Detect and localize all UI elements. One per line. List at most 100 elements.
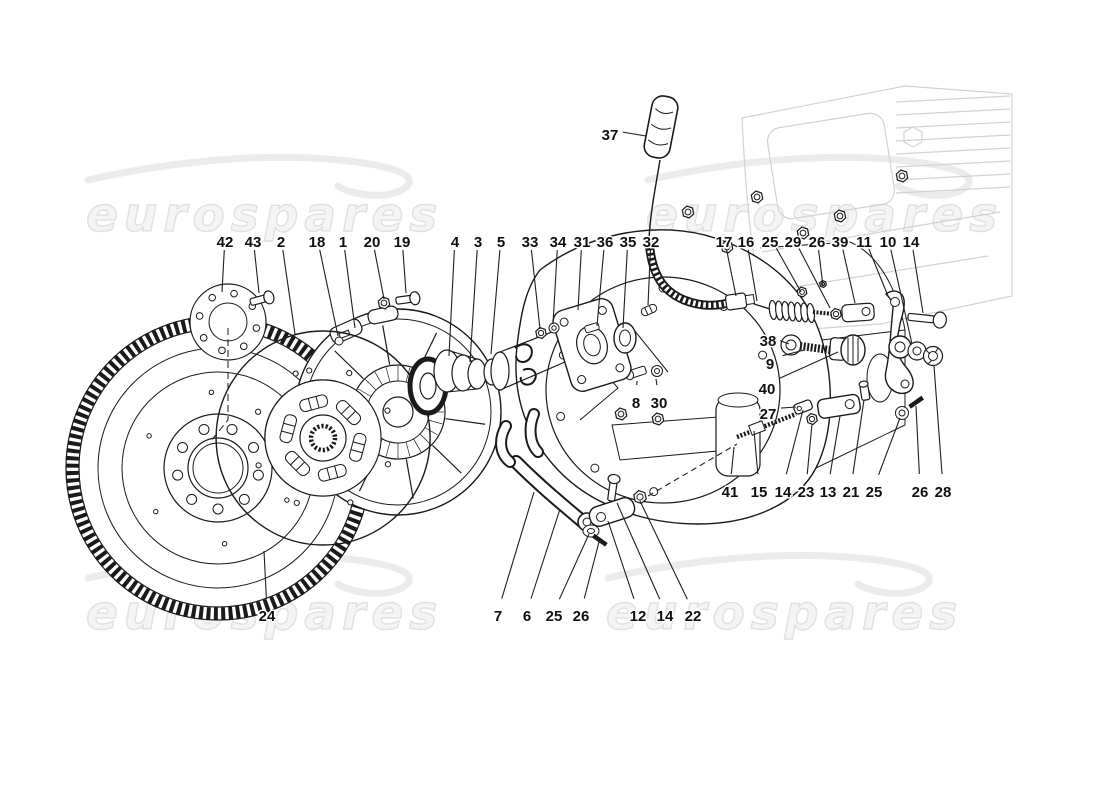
part-number-26: 26 bbox=[809, 234, 826, 251]
part-number-19: 19 bbox=[394, 234, 411, 251]
leader-line-14 bbox=[616, 502, 661, 600]
leader-line-26 bbox=[915, 405, 920, 475]
leader-line-9 bbox=[782, 349, 805, 357]
bolt-43 bbox=[249, 290, 275, 306]
part-number-27: 27 bbox=[760, 406, 777, 423]
part-number-42: 42 bbox=[217, 234, 234, 251]
part-number-8: 8 bbox=[632, 395, 640, 412]
part-number-23: 23 bbox=[798, 484, 815, 501]
part-number-20: 20 bbox=[364, 234, 381, 251]
clevis-pin-21 bbox=[858, 380, 871, 401]
leader-line-14 bbox=[912, 249, 924, 314]
part-number-17: 17 bbox=[716, 234, 733, 251]
part-number-41: 41 bbox=[722, 484, 739, 501]
spring-pin-32 bbox=[640, 303, 658, 317]
clevis-13 bbox=[816, 393, 861, 419]
stud-36 bbox=[584, 322, 600, 334]
part-number-25: 25 bbox=[866, 484, 883, 501]
part-number-40: 40 bbox=[759, 381, 776, 398]
part-number-14: 14 bbox=[657, 608, 674, 625]
alignment-dash-line bbox=[647, 443, 738, 497]
part-number-4: 4 bbox=[451, 234, 460, 251]
nut-20 bbox=[377, 296, 391, 310]
part-number-26: 26 bbox=[912, 484, 929, 501]
snap-ring bbox=[514, 343, 537, 386]
washer-25 bbox=[582, 524, 600, 538]
watermark-text: eurospares bbox=[86, 188, 443, 243]
leader-line-33 bbox=[530, 249, 541, 330]
leader-line-17 bbox=[726, 249, 737, 297]
part-number-9: 9 bbox=[766, 356, 774, 373]
adjuster-screw-9 bbox=[799, 342, 831, 354]
leader-line-10 bbox=[890, 249, 913, 345]
adjustment-rod bbox=[736, 380, 871, 440]
housing-nut bbox=[651, 412, 665, 426]
engine-stud-nut bbox=[750, 190, 764, 204]
part-number-11: 11 bbox=[856, 234, 872, 251]
leader-line-27 bbox=[780, 406, 797, 409]
leader-line-11 bbox=[868, 248, 889, 297]
leader-line-25 bbox=[558, 533, 590, 600]
part-number-35: 35 bbox=[620, 234, 637, 251]
leader-line-26 bbox=[818, 249, 824, 287]
leader-line-42 bbox=[221, 249, 225, 293]
threaded-rod bbox=[812, 310, 834, 316]
part-number-14: 14 bbox=[775, 484, 792, 501]
leader-line-24 bbox=[263, 550, 267, 599]
pivot-bolt-14 bbox=[907, 311, 947, 329]
leader-line-15 bbox=[753, 430, 759, 475]
part-number-29: 29 bbox=[785, 234, 802, 251]
hex-nuts bbox=[377, 169, 909, 505]
leader-line-3 bbox=[469, 249, 478, 363]
leader-line-39 bbox=[842, 249, 856, 304]
gasket-plate bbox=[189, 283, 267, 443]
clutch-assembly-art bbox=[65, 95, 947, 621]
leader-line-35 bbox=[622, 249, 628, 329]
leader-line-34 bbox=[552, 249, 558, 325]
leader-line-16 bbox=[747, 249, 758, 302]
leader-line-29 bbox=[798, 248, 831, 309]
leader-line-5 bbox=[490, 249, 501, 355]
leader-line-1 bbox=[344, 249, 356, 329]
leader-line-40 bbox=[778, 351, 839, 380]
leader-line-28 bbox=[933, 365, 943, 475]
shaft-flange bbox=[552, 298, 632, 392]
part-number-26: 26 bbox=[573, 608, 590, 625]
part-number-14: 14 bbox=[903, 234, 920, 251]
leader-line-36 bbox=[596, 249, 605, 327]
part-number-37: 37 bbox=[602, 127, 619, 144]
leader-line-19 bbox=[402, 249, 407, 294]
leader-line-38 bbox=[779, 340, 790, 345]
leader-line-23 bbox=[806, 423, 813, 475]
flange-nut-28 bbox=[922, 345, 944, 367]
leader-line-13 bbox=[829, 415, 841, 475]
stud-18 bbox=[334, 329, 351, 346]
shaft-bearing-35 bbox=[613, 322, 637, 354]
leader-line-37 bbox=[622, 131, 647, 137]
bolt-19 bbox=[395, 291, 421, 306]
part-number-32: 32 bbox=[643, 234, 660, 251]
leader-line-21 bbox=[852, 399, 865, 475]
leader-line-32 bbox=[647, 249, 651, 306]
washer-25 bbox=[895, 406, 909, 420]
clutch-cable bbox=[643, 95, 875, 324]
leader-line-22 bbox=[639, 500, 688, 600]
part-number-31: 31 bbox=[574, 234, 591, 251]
cable-adjuster bbox=[780, 334, 866, 366]
part-number-24: 24 bbox=[259, 608, 276, 625]
part-number-25: 25 bbox=[546, 608, 563, 625]
leader-line-2 bbox=[282, 249, 296, 335]
part-number-21: 21 bbox=[843, 484, 860, 501]
leader-line-6 bbox=[530, 508, 561, 599]
leader-line-4 bbox=[448, 249, 455, 357]
engine-stud-nut bbox=[681, 205, 695, 219]
nut-23 bbox=[806, 412, 818, 426]
part-number-18: 18 bbox=[309, 234, 326, 251]
engine-stud-nut bbox=[895, 169, 909, 183]
part-number-34: 34 bbox=[550, 234, 567, 251]
part-number-36: 36 bbox=[597, 234, 614, 251]
part-number-13: 13 bbox=[820, 484, 837, 501]
engine-block-background bbox=[741, 85, 1013, 333]
